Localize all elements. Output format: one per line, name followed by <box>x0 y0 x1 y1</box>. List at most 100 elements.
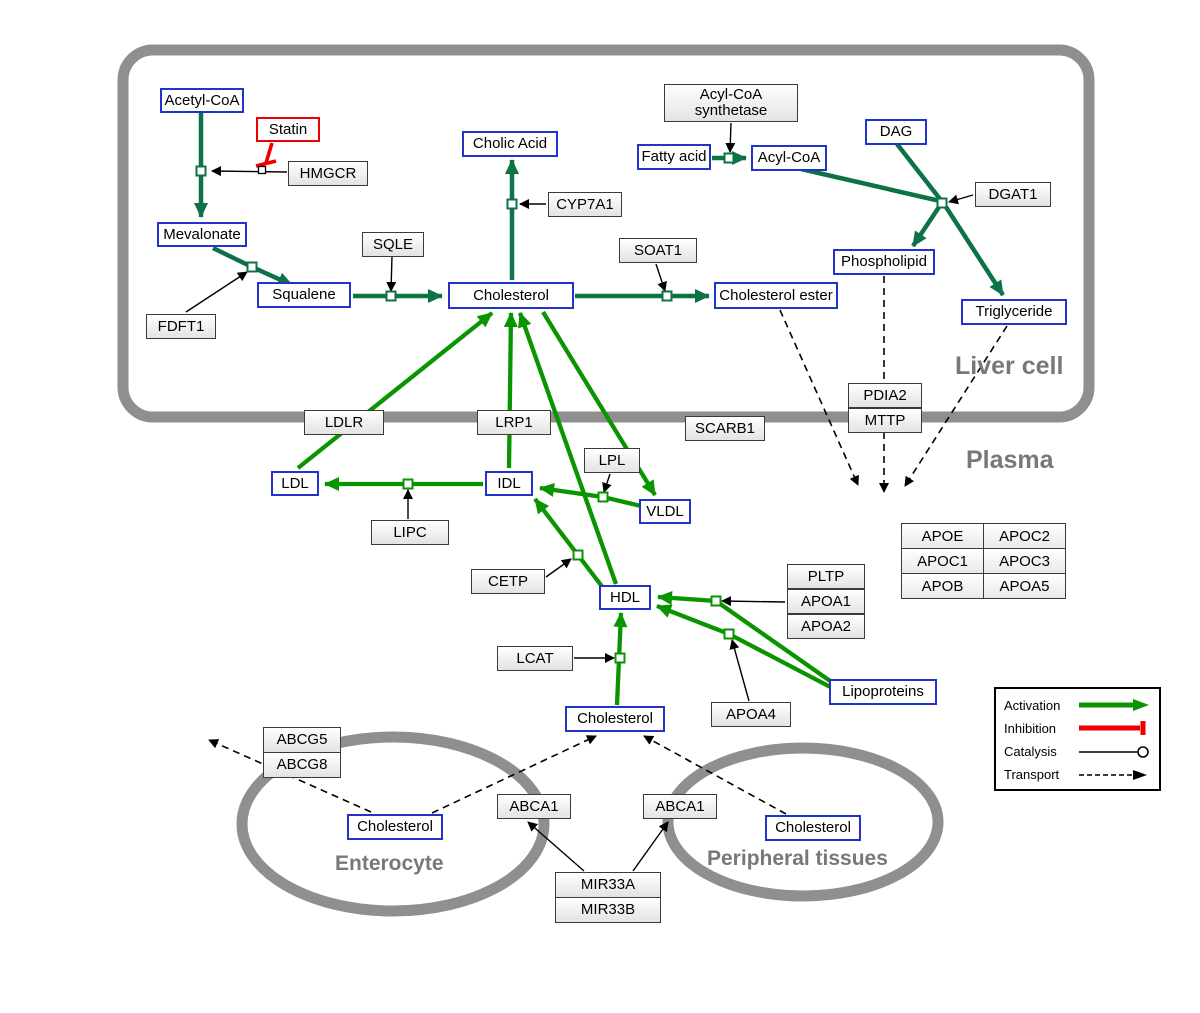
node-cetp[interactable]: CETP <box>471 569 545 594</box>
node-apoc2[interactable]: APOC2 <box>984 524 1066 549</box>
edge-acylcoasynthetase-catalysis <box>725 122 736 153</box>
node-abca1-right[interactable]: ABCA1 <box>643 794 717 819</box>
node-lrp1[interactable]: LRP1 <box>477 410 551 435</box>
node-cholesterol-peripheral[interactable]: Cholesterol <box>765 815 861 841</box>
node-lpl[interactable]: LPL <box>584 448 640 473</box>
node-lipc[interactable]: LIPC <box>371 520 449 545</box>
edge-enterocyte-abca1-efflux <box>431 735 597 814</box>
node-triglyceride[interactable]: Triglyceride <box>961 299 1067 325</box>
node-cholesterol-ester[interactable]: Cholesterol ester <box>714 282 838 309</box>
node-soat1[interactable]: SOAT1 <box>619 238 697 263</box>
node-acyl-coa-synthetase[interactable]: Acyl-CoA synthetase <box>664 84 798 122</box>
edge-triglyceride-secretion <box>904 325 1008 487</box>
reaction-node <box>723 152 735 164</box>
legend-activation: Activation <box>1004 695 1153 715</box>
legend-transport-label: Transport <box>1004 767 1060 783</box>
node-squalene[interactable]: Squalene <box>257 282 351 308</box>
node-vldl[interactable]: VLDL <box>639 499 691 524</box>
apolipoprotein-table: APOE APOC2 APOC1 APOC3 APOB APOA5 <box>901 523 1066 599</box>
node-dgat1[interactable]: DGAT1 <box>975 182 1051 207</box>
legend-transport: Transport <box>1004 765 1153 785</box>
legend-catalysis: Catalysis <box>1004 742 1153 762</box>
legend-activation-label: Activation <box>1004 697 1061 713</box>
inhibition-tbar-icon <box>1079 721 1146 736</box>
reaction-node <box>385 290 397 302</box>
edge-cetp-catalysis <box>545 558 572 578</box>
node-pltp[interactable]: PLTP <box>787 564 865 589</box>
edge-fdft1-catalysis <box>185 271 248 313</box>
node-hmgcr[interactable]: HMGCR <box>288 161 368 186</box>
conversion-edges <box>194 113 1005 303</box>
node-fdft1[interactable]: FDFT1 <box>146 314 216 339</box>
reaction-node <box>614 652 626 664</box>
node-apoa4[interactable]: APOA4 <box>711 702 791 727</box>
node-scarb1[interactable]: SCARB1 <box>685 416 765 441</box>
liver-cell-label: Liver cell <box>955 352 1064 380</box>
node-mir33b[interactable]: MIR33B <box>555 897 661 923</box>
edge-lpl-catalysis <box>602 473 612 493</box>
enterocyte-membrane <box>236 731 550 917</box>
node-lcat[interactable]: LCAT <box>497 646 573 671</box>
edge-hdl-cetp-idl <box>533 497 606 591</box>
reaction-node <box>710 595 722 607</box>
node-abcg8[interactable]: ABCG8 <box>263 752 341 778</box>
node-cyp7a1[interactable]: CYP7A1 <box>548 192 622 217</box>
node-cholesterol-enterocyte[interactable]: Cholesterol <box>347 814 443 840</box>
node-ldl[interactable]: LDL <box>271 471 319 496</box>
activation-arrow-icon <box>1079 699 1149 711</box>
reaction-nodes <box>195 152 948 664</box>
node-apob[interactable]: APOB <box>902 574 984 599</box>
plasma-label: Plasma <box>966 446 1054 474</box>
edge-dgat1-catalysis <box>948 194 974 205</box>
node-sqle[interactable]: SQLE <box>362 232 424 257</box>
reaction-node <box>195 165 207 177</box>
edge-dgatnode-triglyceride <box>944 205 1005 297</box>
legend-inhibition: Inhibition <box>1004 718 1153 738</box>
edge-soat1-catalysis <box>655 263 667 292</box>
node-idl[interactable]: IDL <box>485 471 533 496</box>
node-ldlr[interactable]: LDLR <box>304 410 384 435</box>
edge-dgatnode-phospholipid <box>911 205 941 248</box>
node-cholesterol-plasma[interactable]: Cholesterol <box>565 706 665 732</box>
edge-ldl-ldlr-cholesterol <box>296 311 494 470</box>
node-statin[interactable]: Statin <box>256 117 320 142</box>
node-mttp[interactable]: MTTP <box>848 408 922 433</box>
edge-peripheral-abca1-efflux <box>643 735 787 815</box>
node-abca1-left[interactable]: ABCA1 <box>497 794 571 819</box>
node-phospholipid[interactable]: Phospholipid <box>833 249 935 275</box>
node-mevalonate[interactable]: Mevalonate <box>157 222 247 247</box>
node-apoa2[interactable]: APOA2 <box>787 614 865 639</box>
edge-vldl-idl <box>539 483 642 509</box>
node-hdl[interactable]: HDL <box>599 585 651 610</box>
edge-acylcoa-dgatnode <box>800 166 941 204</box>
inhibition-edge <box>255 142 277 168</box>
legend-catalysis-label: Catalysis <box>1004 744 1057 760</box>
edge-hdl-cholesterol-liver <box>517 312 619 585</box>
edge-apoa4-catalysis <box>729 639 750 702</box>
liver-cell-membrane <box>117 44 1095 423</box>
node-dag[interactable]: DAG <box>865 119 927 145</box>
node-cholesterol-liver[interactable]: Cholesterol <box>448 282 574 309</box>
node-apoa1[interactable]: APOA1 <box>787 589 865 614</box>
edge-sqle-catalysis <box>386 255 397 292</box>
node-apoe[interactable]: APOE <box>902 524 984 549</box>
node-pdia2[interactable]: PDIA2 <box>848 383 922 408</box>
node-apoc3[interactable]: APOC3 <box>984 549 1066 574</box>
node-fatty-acid[interactable]: Fatty acid <box>637 144 711 170</box>
node-apoc1[interactable]: APOC1 <box>902 549 984 574</box>
reaction-node <box>723 628 735 640</box>
node-apoa5[interactable]: APOA5 <box>984 574 1066 599</box>
node-abcg5[interactable]: ABCG5 <box>263 727 341 753</box>
node-acetyl-coa[interactable]: Acetyl-CoA <box>160 88 244 113</box>
node-acyl-coa[interactable]: Acyl-CoA <box>751 145 827 171</box>
edge-hmgcr-catalysis <box>211 166 288 177</box>
catalysis-circle-icon <box>1079 745 1149 758</box>
node-lipoproteins[interactable]: Lipoproteins <box>829 679 937 705</box>
reaction-node <box>257 165 267 175</box>
reaction-node <box>661 290 673 302</box>
node-mir33a[interactable]: MIR33A <box>555 872 661 898</box>
edge-mir33-abca1-left <box>527 821 585 872</box>
node-cholic-acid[interactable]: Cholic Acid <box>462 131 558 157</box>
